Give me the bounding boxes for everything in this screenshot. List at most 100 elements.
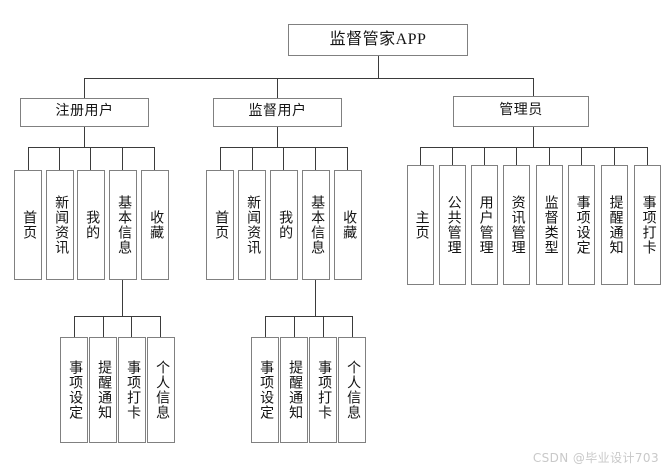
- node-branch-supervisor-user[interactable]: 监督用户: [213, 98, 342, 127]
- connector-b3-drop-8: [647, 147, 648, 165]
- node-b2-child-home[interactable]: 首页: [206, 170, 234, 280]
- node-label: 监督管家APP: [329, 30, 427, 48]
- connector-b1-drop-1: [28, 147, 29, 170]
- node-b3-child-public-management[interactable]: 公共管理: [439, 165, 466, 285]
- node-label: 首页: [21, 210, 37, 240]
- node-b3-child-reminder[interactable]: 提醒通知: [601, 165, 628, 285]
- node-label: 提醒通知: [607, 195, 623, 255]
- connector-root-drop-2: [277, 78, 278, 98]
- connector-b1-gc-drop-4: [160, 316, 161, 337]
- node-b1-child-home[interactable]: 首页: [14, 170, 42, 280]
- node-label: 资讯管理: [509, 195, 525, 255]
- connector-b3-drop-7: [614, 147, 615, 165]
- node-label: 监督类型: [542, 195, 558, 255]
- connector-b2-gc-stem: [315, 280, 316, 316]
- node-b1-child-basic-info[interactable]: 基本信息: [109, 170, 137, 280]
- node-b2-grandchild-checkin[interactable]: 事项打卡: [309, 337, 337, 443]
- node-b3-child-supervision-type[interactable]: 监督类型: [536, 165, 563, 285]
- connector-b1-gc-drop-3: [131, 316, 132, 337]
- node-label: 新闻资讯: [53, 195, 69, 255]
- node-branch-administrator[interactable]: 管理员: [453, 96, 589, 127]
- node-b3-child-task-setting[interactable]: 事项设定: [568, 165, 595, 285]
- node-label: 基本信息: [116, 195, 132, 255]
- node-label: 事项设定: [67, 360, 83, 420]
- node-label: 个人信息: [154, 360, 170, 420]
- node-b1-grandchild-personal-info[interactable]: 个人信息: [147, 337, 175, 443]
- node-label: 事项打卡: [125, 360, 141, 420]
- node-label: 管理员: [499, 103, 543, 119]
- connector-b1-gc-stem: [122, 280, 123, 316]
- node-label: 公共管理: [445, 195, 461, 255]
- connector-root-drop-3: [533, 78, 534, 98]
- node-root-app[interactable]: 监督管家APP: [288, 24, 468, 56]
- connector-b1-gc-drop-2: [103, 316, 104, 337]
- node-branch-registered-user[interactable]: 注册用户: [20, 98, 149, 127]
- connector-b1-drop-5: [154, 147, 155, 170]
- connector-b1-drop-3: [90, 147, 91, 170]
- connector-b2-drop-3: [283, 147, 284, 170]
- connector-b3-bus: [420, 147, 647, 148]
- connector-b3-drop-6: [581, 147, 582, 165]
- node-label: 首页: [213, 210, 229, 240]
- node-b3-child-user-management[interactable]: 用户管理: [471, 165, 498, 285]
- node-b2-child-news[interactable]: 新闻资讯: [238, 170, 266, 280]
- connector-b3-stem: [533, 127, 534, 147]
- node-label: 提醒通知: [96, 360, 112, 420]
- connector-b1-gc-drop-1: [74, 316, 75, 337]
- node-b2-grandchild-task-setting[interactable]: 事项设定: [251, 337, 279, 443]
- node-b1-grandchild-reminder[interactable]: 提醒通知: [89, 337, 117, 443]
- node-b2-grandchild-reminder[interactable]: 提醒通知: [280, 337, 308, 443]
- connector-b2-gc-drop-2: [294, 316, 295, 337]
- node-b1-grandchild-task-setting[interactable]: 事项设定: [60, 337, 88, 443]
- connector-b3-drop-1: [420, 147, 421, 165]
- node-label: 事项打卡: [316, 360, 332, 420]
- node-b3-child-checkin[interactable]: 事项打卡: [634, 165, 661, 285]
- connector-b3-drop-2: [452, 147, 453, 165]
- node-label: 监督用户: [248, 104, 307, 120]
- node-label: 注册用户: [55, 104, 114, 120]
- connector-b2-stem: [277, 127, 278, 147]
- node-b3-child-news-management[interactable]: 资讯管理: [503, 165, 530, 285]
- connector-root-stem: [378, 56, 379, 78]
- connector-root-drop-1: [84, 78, 85, 98]
- node-b1-child-mine[interactable]: 我的: [77, 170, 105, 280]
- connector-b1-drop-2: [59, 147, 60, 170]
- connector-b3-drop-5: [549, 147, 550, 165]
- node-label: 基本信息: [309, 195, 325, 255]
- connector-b3-drop-3: [484, 147, 485, 165]
- connector-b2-gc-drop-1: [265, 316, 266, 337]
- node-b2-grandchild-personal-info[interactable]: 个人信息: [338, 337, 366, 443]
- connector-b1-bus: [28, 147, 154, 148]
- connector-b2-gc-drop-4: [352, 316, 353, 337]
- node-label: 我的: [277, 210, 293, 240]
- connector-b3-drop-4: [516, 147, 517, 165]
- node-b2-child-favorites[interactable]: 收藏: [334, 170, 362, 280]
- node-label: 用户管理: [477, 195, 493, 255]
- connector-root-bus: [84, 78, 534, 79]
- node-b2-child-basic-info[interactable]: 基本信息: [302, 170, 330, 280]
- node-b1-child-news[interactable]: 新闻资讯: [46, 170, 74, 280]
- node-b2-child-mine[interactable]: 我的: [270, 170, 298, 280]
- node-b3-child-main-page[interactable]: 主页: [407, 165, 434, 285]
- node-b1-child-favorites[interactable]: 收藏: [141, 170, 169, 280]
- connector-b1-drop-4: [122, 147, 123, 170]
- node-label: 提醒通知: [287, 360, 303, 420]
- watermark-text: CSDN @毕业设计703: [532, 451, 659, 465]
- node-label: 事项设定: [574, 195, 590, 255]
- node-label: 事项设定: [258, 360, 274, 420]
- node-label: 新闻资讯: [245, 195, 261, 255]
- node-label: 事项打卡: [640, 195, 656, 255]
- node-b1-grandchild-checkin[interactable]: 事项打卡: [118, 337, 146, 443]
- connector-b2-drop-1: [220, 147, 221, 170]
- connector-b2-drop-4: [315, 147, 316, 170]
- connector-b2-gc-bus: [265, 316, 352, 317]
- node-label: 收藏: [341, 210, 357, 240]
- node-label: 收藏: [148, 210, 164, 240]
- connector-b1-stem: [84, 127, 85, 147]
- connector-b2-gc-drop-3: [323, 316, 324, 337]
- connector-b2-drop-2: [252, 147, 253, 170]
- connector-b2-drop-5: [347, 147, 348, 170]
- node-label: 个人信息: [345, 360, 361, 420]
- node-label: 我的: [84, 210, 100, 240]
